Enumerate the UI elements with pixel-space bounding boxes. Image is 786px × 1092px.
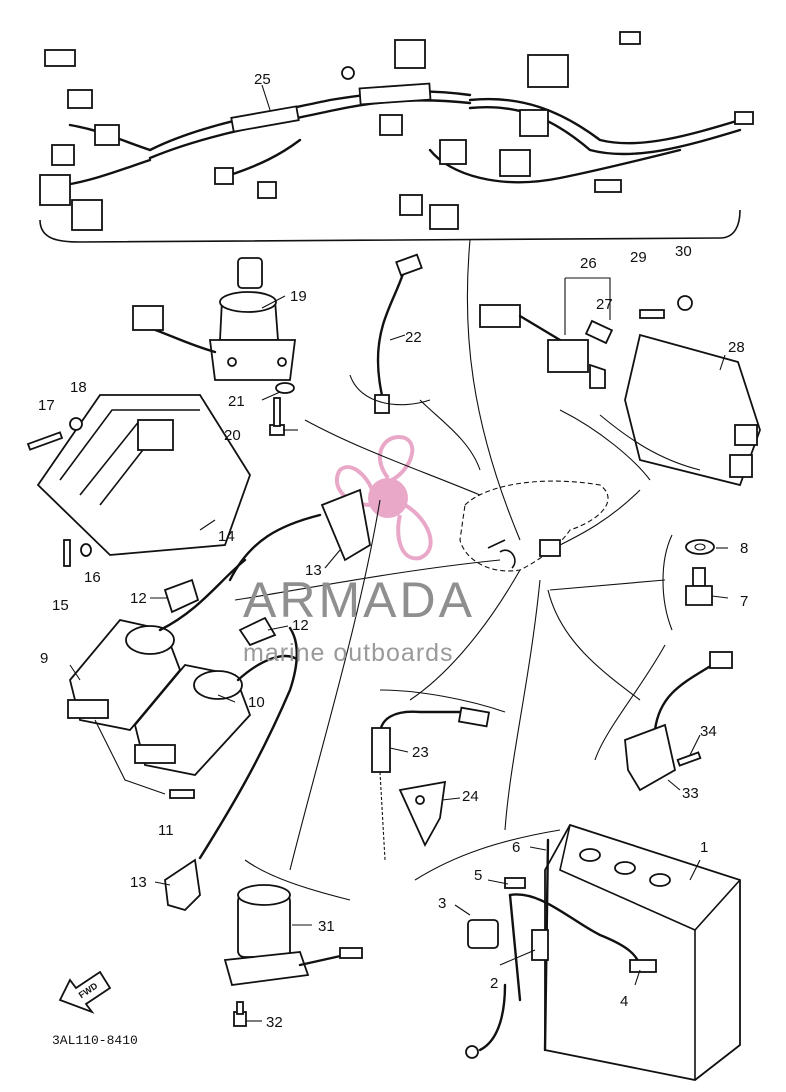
callout-25: 25 — [254, 71, 271, 88]
callout-20: 20 — [224, 427, 241, 444]
leader-coils — [234, 559, 501, 601]
leader-control — [559, 489, 641, 546]
part-10-ignition-coil — [134, 654, 300, 776]
leader-23 — [409, 569, 521, 701]
part-9-ignition-coil — [67, 558, 247, 731]
part-16-washer — [80, 543, 92, 557]
callout-12-left: 12 — [130, 590, 147, 607]
part-34-screw — [676, 751, 702, 767]
part-7-neutral-switch — [685, 567, 713, 606]
part-26-relay — [479, 304, 614, 389]
engine-outline — [459, 480, 609, 572]
part-30-washer — [677, 295, 693, 311]
part-24-bracket — [398, 780, 447, 847]
part-12-clamp-right — [238, 616, 277, 647]
bracket-22 — [349, 374, 431, 406]
callout-9: 9 — [40, 650, 48, 667]
callout-17: 17 — [38, 397, 55, 414]
leader-26 — [564, 277, 611, 335]
callout-34: 34 — [700, 723, 717, 740]
diagram-code: 3AL110-8410 — [52, 1033, 138, 1048]
callout-13-upper: 13 — [305, 562, 322, 579]
callout-3: 3 — [438, 895, 446, 912]
watermark-logo — [334, 435, 433, 561]
bracket-23 — [379, 689, 506, 713]
bracket-33 — [594, 644, 666, 761]
callout-2: 2 — [490, 975, 498, 992]
callout-12-right: 12 — [292, 617, 309, 634]
part-29-bolt — [639, 309, 665, 319]
part-4-cable-end — [629, 959, 657, 973]
bracket-7-8 — [662, 534, 673, 631]
callout-8: 8 — [740, 540, 748, 557]
callout-24: 24 — [462, 788, 479, 805]
leader-28 — [599, 414, 701, 471]
callout-21: 21 — [228, 393, 245, 410]
part-19-main-switch — [132, 257, 297, 381]
leader-19 — [261, 295, 286, 309]
part-5-terminal — [504, 877, 526, 889]
callout-7: 7 — [740, 593, 748, 610]
callout-19: 19 — [290, 288, 307, 305]
watermark-tagline: marine outboards — [243, 639, 454, 667]
callout-16: 16 — [84, 569, 101, 586]
part-22-lead — [374, 253, 423, 414]
part-18-washer — [69, 417, 83, 431]
fwd-arrow: FWD — [58, 970, 112, 1014]
callout-28: 28 — [728, 339, 745, 356]
callout-13-lower: 13 — [130, 874, 147, 891]
part-3-fuse-holder — [467, 919, 499, 949]
part-14-cover — [36, 394, 251, 556]
part-13-plug-cap-upper — [228, 488, 371, 582]
part-13-plug-cap-lower — [164, 626, 298, 912]
part-23-sensor — [371, 706, 491, 861]
part-31-starter-motor — [223, 884, 363, 986]
leader-switch — [304, 419, 481, 496]
part-28-control-unit — [624, 333, 761, 487]
leader-relay — [559, 409, 651, 481]
part-8-washer — [685, 539, 715, 555]
leader-battery — [504, 579, 541, 831]
watermark-brand: ARMADA — [243, 572, 475, 628]
callout-31: 31 — [318, 918, 335, 935]
callout-5: 5 — [474, 867, 482, 884]
part-17-screw — [26, 431, 64, 451]
callout-23: 23 — [412, 744, 429, 761]
callout-18: 18 — [70, 379, 87, 396]
callout-22: 22 — [405, 329, 422, 346]
callout-6: 6 — [512, 839, 520, 856]
part-12-clamp-left — [163, 578, 200, 614]
callout-11: 11 — [158, 822, 174, 839]
part-32-bolt — [233, 1001, 247, 1027]
leader-7 — [549, 579, 666, 591]
part-25-wire-harness — [39, 31, 754, 243]
callout-30: 30 — [675, 243, 692, 260]
part-15-screw — [63, 539, 71, 567]
callout-27: 27 — [596, 296, 613, 313]
callout-29: 29 — [630, 249, 647, 266]
bracket-battery — [414, 829, 561, 881]
callout-labels: 1 2 3 4 5 6 7 8 9 10 11 12 12 13 13 14 1… — [38, 71, 748, 1031]
callout-15: 15 — [52, 597, 69, 614]
callout-leaders — [69, 84, 729, 1022]
leader-plug — [289, 499, 381, 871]
part-11-screw — [169, 789, 195, 799]
bracket-31 — [244, 859, 351, 901]
callout-4: 4 — [620, 993, 628, 1010]
leader-33 — [547, 589, 641, 701]
callout-26: 26 — [580, 255, 597, 272]
callout-32: 32 — [266, 1014, 283, 1031]
callout-10: 10 — [248, 694, 265, 711]
part-20-bolt — [269, 397, 285, 436]
leader-11 — [94, 719, 166, 795]
part-1-battery — [544, 823, 741, 1081]
leader-lead-22 — [419, 399, 481, 471]
part-2-battery-cable — [465, 893, 642, 1059]
callout-14: 14 — [218, 528, 235, 545]
part-21-washer — [275, 382, 295, 394]
callout-1: 1 — [700, 839, 708, 856]
part-33-sensor — [624, 651, 733, 792]
callout-33: 33 — [682, 785, 699, 802]
